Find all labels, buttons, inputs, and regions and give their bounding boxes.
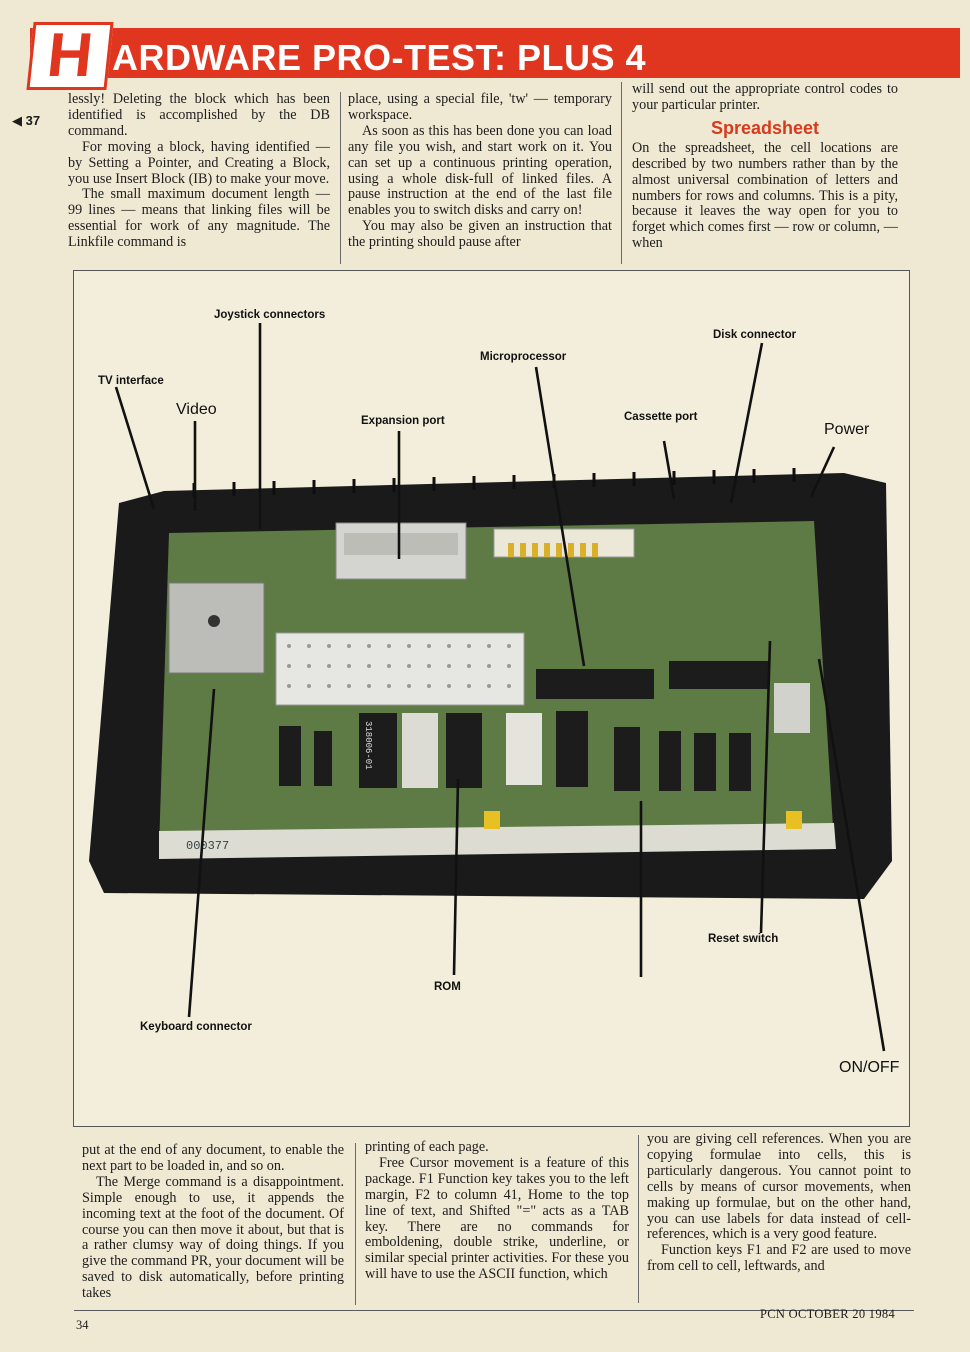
body-paragraph: will send out the appropriate control co… [632, 81, 898, 113]
callout-lines [114, 323, 886, 1052]
board-assy-number: ASSY NO. 310160 [286, 830, 344, 837]
callout-tv-interface: TV interface [98, 375, 164, 387]
body-paragraph: The small maximum document length — 99 l… [68, 186, 330, 251]
rom-chip [402, 713, 438, 788]
body-paragraph: As soon as this has been done you can lo… [348, 122, 612, 219]
callout-power: Power [824, 421, 870, 438]
page-title: ARDWARE PRO-TEST: PLUS 4 [112, 37, 647, 78]
microprocessor-chip [536, 669, 654, 699]
column-rule [340, 92, 341, 264]
body-paragraph: The Merge command is a disappointment. S… [82, 1173, 344, 1302]
callout-rom: ROM [434, 981, 461, 993]
hardware-photo-figure: 000377 ASSY NO. 310160 318006-01 Joystic… [73, 270, 910, 1127]
rf-shield [275, 632, 525, 706]
bottom-column-1: put at the end of any document, to enabl… [82, 1142, 344, 1302]
callout-keyboard-connector: Keyboard connector [140, 1021, 252, 1033]
header-band [30, 28, 960, 78]
bottom-column-2: printing of each page.Free Cursor moveme… [365, 1139, 629, 1283]
body-paragraph: you are giving cell references. When you… [647, 1131, 911, 1243]
page-number: 34 [76, 1318, 89, 1332]
bottom-column-3: you are giving cell references. When you… [647, 1131, 911, 1275]
callout-expansion-port: Expansion port [361, 415, 445, 427]
body-paragraph: Function keys F1 and F2 are used to move… [647, 1242, 911, 1275]
callout-microprocessor: Microprocessor [480, 351, 567, 363]
top-column-3: will send out the appropriate control co… [632, 81, 898, 252]
body-paragraph: On the spreadsheet, the cell locations a… [632, 139, 898, 252]
tv-modulator [168, 582, 265, 674]
callout-video: Video [176, 401, 217, 418]
top-column-2: place, using a special file, 'tw' — temp… [348, 91, 612, 251]
section-logo: H [26, 21, 114, 90]
callout-joystick-connectors: Joystick connectors [214, 309, 326, 321]
body-paragraph: lessly! Deleting the block which has bee… [68, 91, 330, 139]
column-rule [621, 82, 622, 264]
callout-disk-connector: Disk connector [713, 329, 797, 341]
body-paragraph: place, using a special file, 'tw' — temp… [348, 91, 612, 123]
board-serial: 000377 [186, 839, 229, 853]
computer-board-illustration: 000377 ASSY NO. 310160 318006-01 [89, 323, 892, 1052]
body-paragraph: put at the end of any document, to enabl… [82, 1142, 344, 1174]
continued-from-marker: ◀ 37 [12, 113, 41, 128]
column-rule [638, 1135, 639, 1303]
body-paragraph: Free Cursor movement is a feature of thi… [365, 1154, 629, 1283]
footer-rule [74, 1310, 914, 1311]
column-rule [355, 1143, 356, 1305]
body-paragraph: printing of each page. [365, 1139, 489, 1155]
chip-label: 318006-01 [363, 721, 373, 770]
callout-on-off: ON/OFF [839, 1059, 900, 1076]
body-paragraph: You may also be given an instruction tha… [348, 218, 612, 251]
callout-reset-switch: Reset switch [708, 933, 779, 945]
board-margin [159, 823, 836, 859]
top-column-1: lessly! Deleting the block which has bee… [68, 91, 330, 251]
section-heading: Spreadsheet [710, 117, 820, 138]
body-paragraph: For moving a block, having identified — … [68, 138, 330, 187]
publication-line: PCN OCTOBER 20 1984 [760, 1307, 896, 1321]
callout-cassette-port: Cassette port [624, 411, 698, 423]
